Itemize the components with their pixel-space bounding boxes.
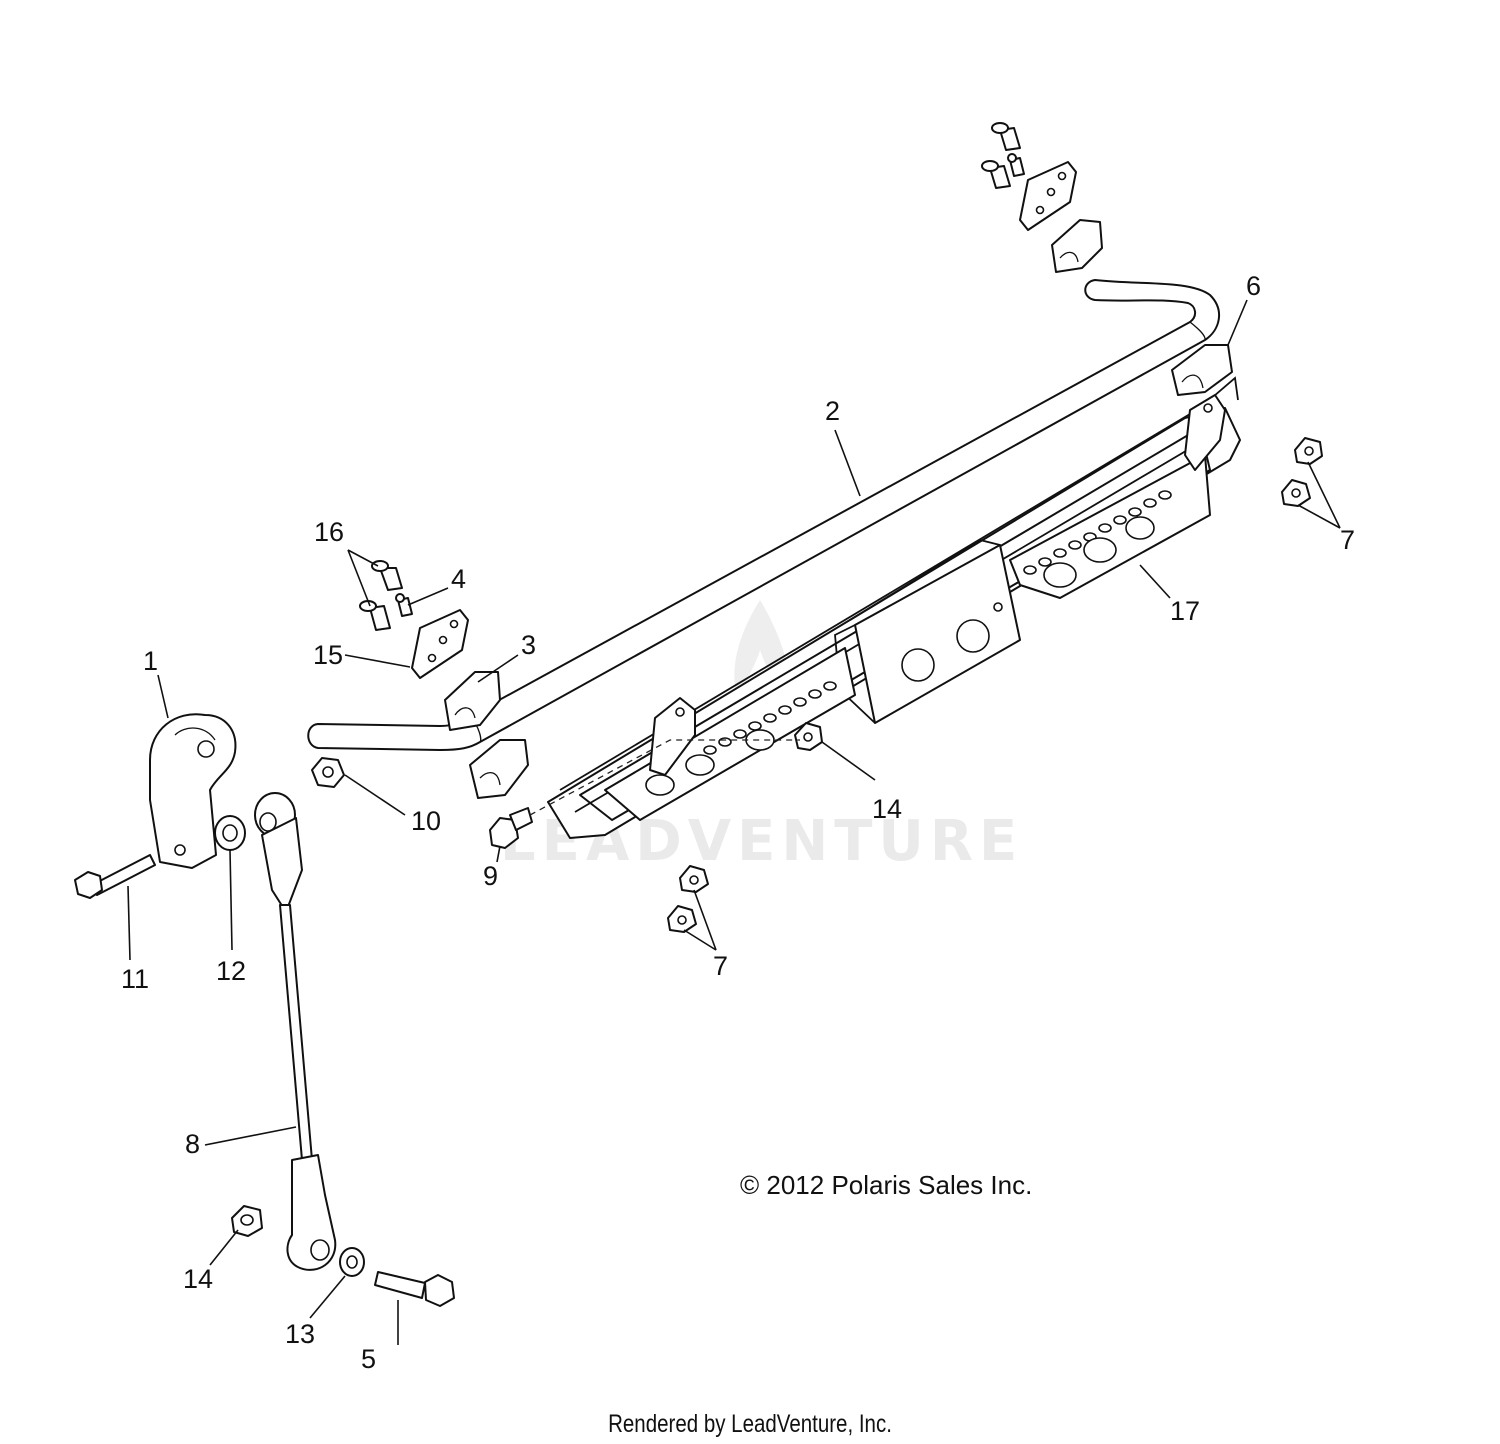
callouts: 1 2 3 4 5 6 7 7 8 9 10 11 12 13 14 14 15… bbox=[121, 271, 1355, 1374]
grease-fitting-right bbox=[1007, 153, 1025, 177]
washer-12 bbox=[214, 815, 246, 851]
mounting-channel bbox=[547, 376, 1241, 839]
callout-1: 1 bbox=[143, 646, 158, 676]
callout-15: 15 bbox=[313, 640, 343, 670]
bolt-11 bbox=[74, 854, 156, 899]
callout-2: 2 bbox=[825, 396, 840, 426]
channel-holes-right bbox=[1023, 490, 1172, 588]
grease-fitting-left bbox=[395, 593, 413, 617]
assembly-line bbox=[529, 739, 800, 816]
plate-left bbox=[411, 609, 469, 679]
clamp-right bbox=[1051, 219, 1103, 273]
callout-9: 9 bbox=[483, 861, 498, 891]
spacer-13 bbox=[339, 1247, 365, 1277]
callout-13: 13 bbox=[285, 1319, 315, 1349]
callout-11: 11 bbox=[121, 964, 149, 994]
callout-3: 3 bbox=[521, 630, 536, 660]
channel-holes-left bbox=[645, 681, 837, 796]
clamp-left bbox=[444, 671, 501, 731]
callout-10: 10 bbox=[411, 806, 441, 836]
bolt-9 bbox=[489, 807, 533, 849]
render-credit: Rendered by LeadVenture, Inc. bbox=[608, 1410, 892, 1438]
callout-4: 4 bbox=[451, 564, 466, 594]
callout-17: 17 bbox=[1170, 596, 1200, 626]
leader-lines bbox=[127, 299, 1341, 1345]
callout-14-lower: 14 bbox=[183, 1264, 213, 1294]
callout-5: 5 bbox=[361, 1344, 376, 1374]
callout-8: 8 bbox=[185, 1129, 200, 1159]
callout-16: 16 bbox=[314, 517, 344, 547]
nuts-7-lower bbox=[667, 865, 709, 933]
bolts-16-right bbox=[981, 122, 1021, 189]
nut-14-lower bbox=[231, 1205, 263, 1237]
link-arm bbox=[149, 713, 237, 869]
callout-7-lower: 7 bbox=[713, 951, 728, 981]
callout-14-upper: 14 bbox=[872, 794, 902, 824]
callout-6: 6 bbox=[1246, 271, 1261, 301]
nuts-7-upper bbox=[1281, 437, 1323, 507]
bolt-5 bbox=[374, 1271, 455, 1307]
plate-right bbox=[1019, 161, 1077, 231]
bushing-right bbox=[1171, 344, 1233, 396]
bushing-left bbox=[469, 739, 529, 799]
copyright-notice: © 2012 Polaris Sales Inc. bbox=[740, 1170, 1033, 1200]
end-link bbox=[254, 792, 337, 1271]
bolts-16-left bbox=[359, 560, 403, 631]
callout-7-upper: 7 bbox=[1340, 525, 1355, 555]
callout-12: 12 bbox=[216, 956, 246, 986]
nut-10 bbox=[311, 757, 345, 788]
